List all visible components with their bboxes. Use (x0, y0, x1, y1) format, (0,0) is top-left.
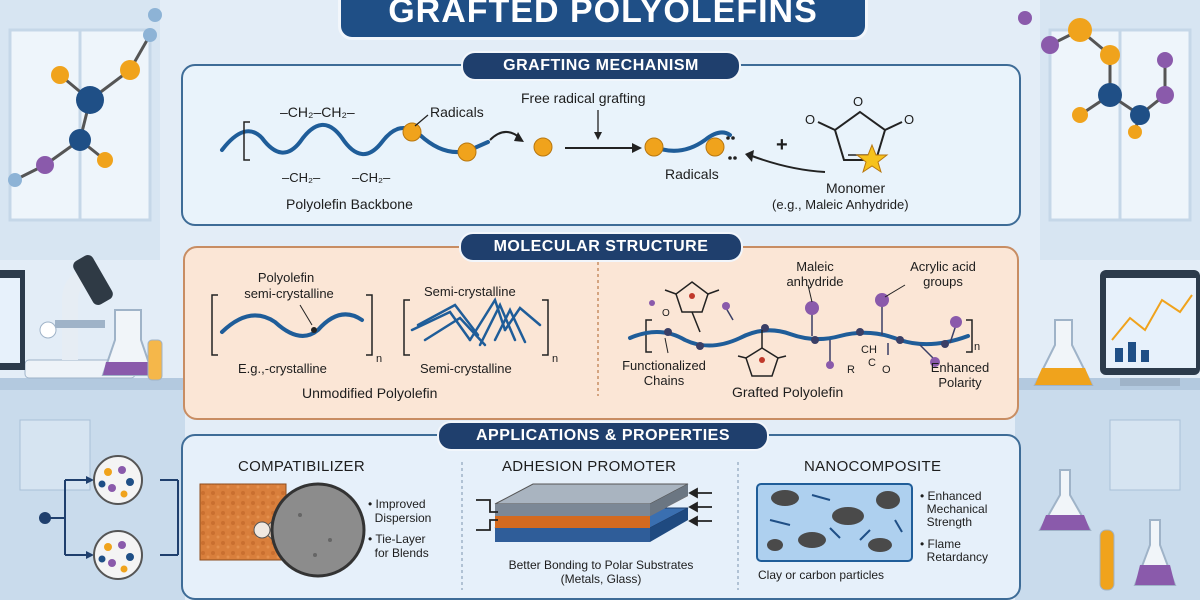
unmodified-polyolefin-label-1: Polyolefin (257, 270, 315, 285)
acid-o-label: O (882, 364, 891, 376)
compatibilizer-title: COMPATIBILIZER (238, 458, 365, 475)
anhydride-o-top: O (853, 94, 864, 109)
grafted-caption: Grafted Polyolefin (732, 384, 844, 400)
radicals-label-2: Radicals (665, 166, 719, 182)
subscript-n-2: n (552, 353, 559, 365)
nano-bullet-1: • Enhanced Mechanical Strength (920, 489, 988, 529)
enhanced-polarity-label: Enhanced Polarity (930, 360, 990, 390)
unmodified-polyolefin-label-2: semi-crystalline (244, 286, 334, 301)
molecular-structure-heading: MOLECULAR STRUCTURE (459, 232, 743, 262)
nanocomposite-title: NANOCOMPOSITE (804, 458, 942, 475)
semi-crystalline-bottom-label: Semi-crystalline (420, 361, 512, 376)
functionalized-chains-label: Functionalized Chains (622, 358, 706, 388)
acid-r-label: R (847, 364, 855, 376)
unmodified-bottom-label: E.g.,-crystalline (238, 361, 327, 376)
adhesion-caption: Better Bonding to Polar Substrates (Meta… (508, 558, 694, 586)
acrylic-acid-label: Acrylic acid groups (910, 259, 976, 289)
ch2-bottom-label-2: –CH₂– (352, 170, 391, 185)
anhydride-o-left: O (805, 112, 816, 127)
unmodified-caption: Unmodified Polyolefin (302, 385, 438, 401)
free-radical-label: Free radical grafting (521, 90, 646, 106)
ch2-bottom-label-1: –CH₂– (282, 170, 321, 185)
applications-heading: APPLICATIONS & PROPERTIES (437, 421, 769, 451)
monomer-example-label: (e.g., Maleic Anhydride) (772, 197, 909, 212)
maleic-anhydride-label: Maleic anhydride (786, 259, 844, 289)
backbone-label: Polyolefin Backbone (286, 196, 413, 212)
anhydride-o-right: O (904, 112, 915, 127)
plus-sign: + (776, 134, 788, 156)
radicals-label-1: Radicals (430, 104, 484, 120)
compat-bullet-1: • Improved Dispersion (368, 497, 432, 525)
ring-o-label: O (662, 308, 670, 319)
subscript-n-3: n (974, 341, 981, 353)
semi-crystalline-top-label: Semi-crystalline (424, 284, 516, 299)
subscript-n-1: n (376, 353, 383, 365)
compat-bullet-2: • Tie-Layer for Blends (368, 532, 429, 560)
acid-c-label: C (868, 357, 876, 369)
adhesion-title: ADHESION PROMOTER (502, 458, 677, 475)
nano-bullet-2: • Flame Retardancy (920, 537, 989, 564)
nano-caption: Clay or carbon particles (758, 568, 885, 582)
acid-ch-label: CH (861, 344, 877, 356)
ch2-top-label: –CH₂–CH₂– (280, 104, 355, 120)
page-title: GRAFTED POLYOLEFINS (338, 0, 868, 40)
monomer-label: Monomer (826, 180, 886, 196)
grafting-mechanism-heading: GRAFTING MECHANISM (461, 51, 741, 81)
